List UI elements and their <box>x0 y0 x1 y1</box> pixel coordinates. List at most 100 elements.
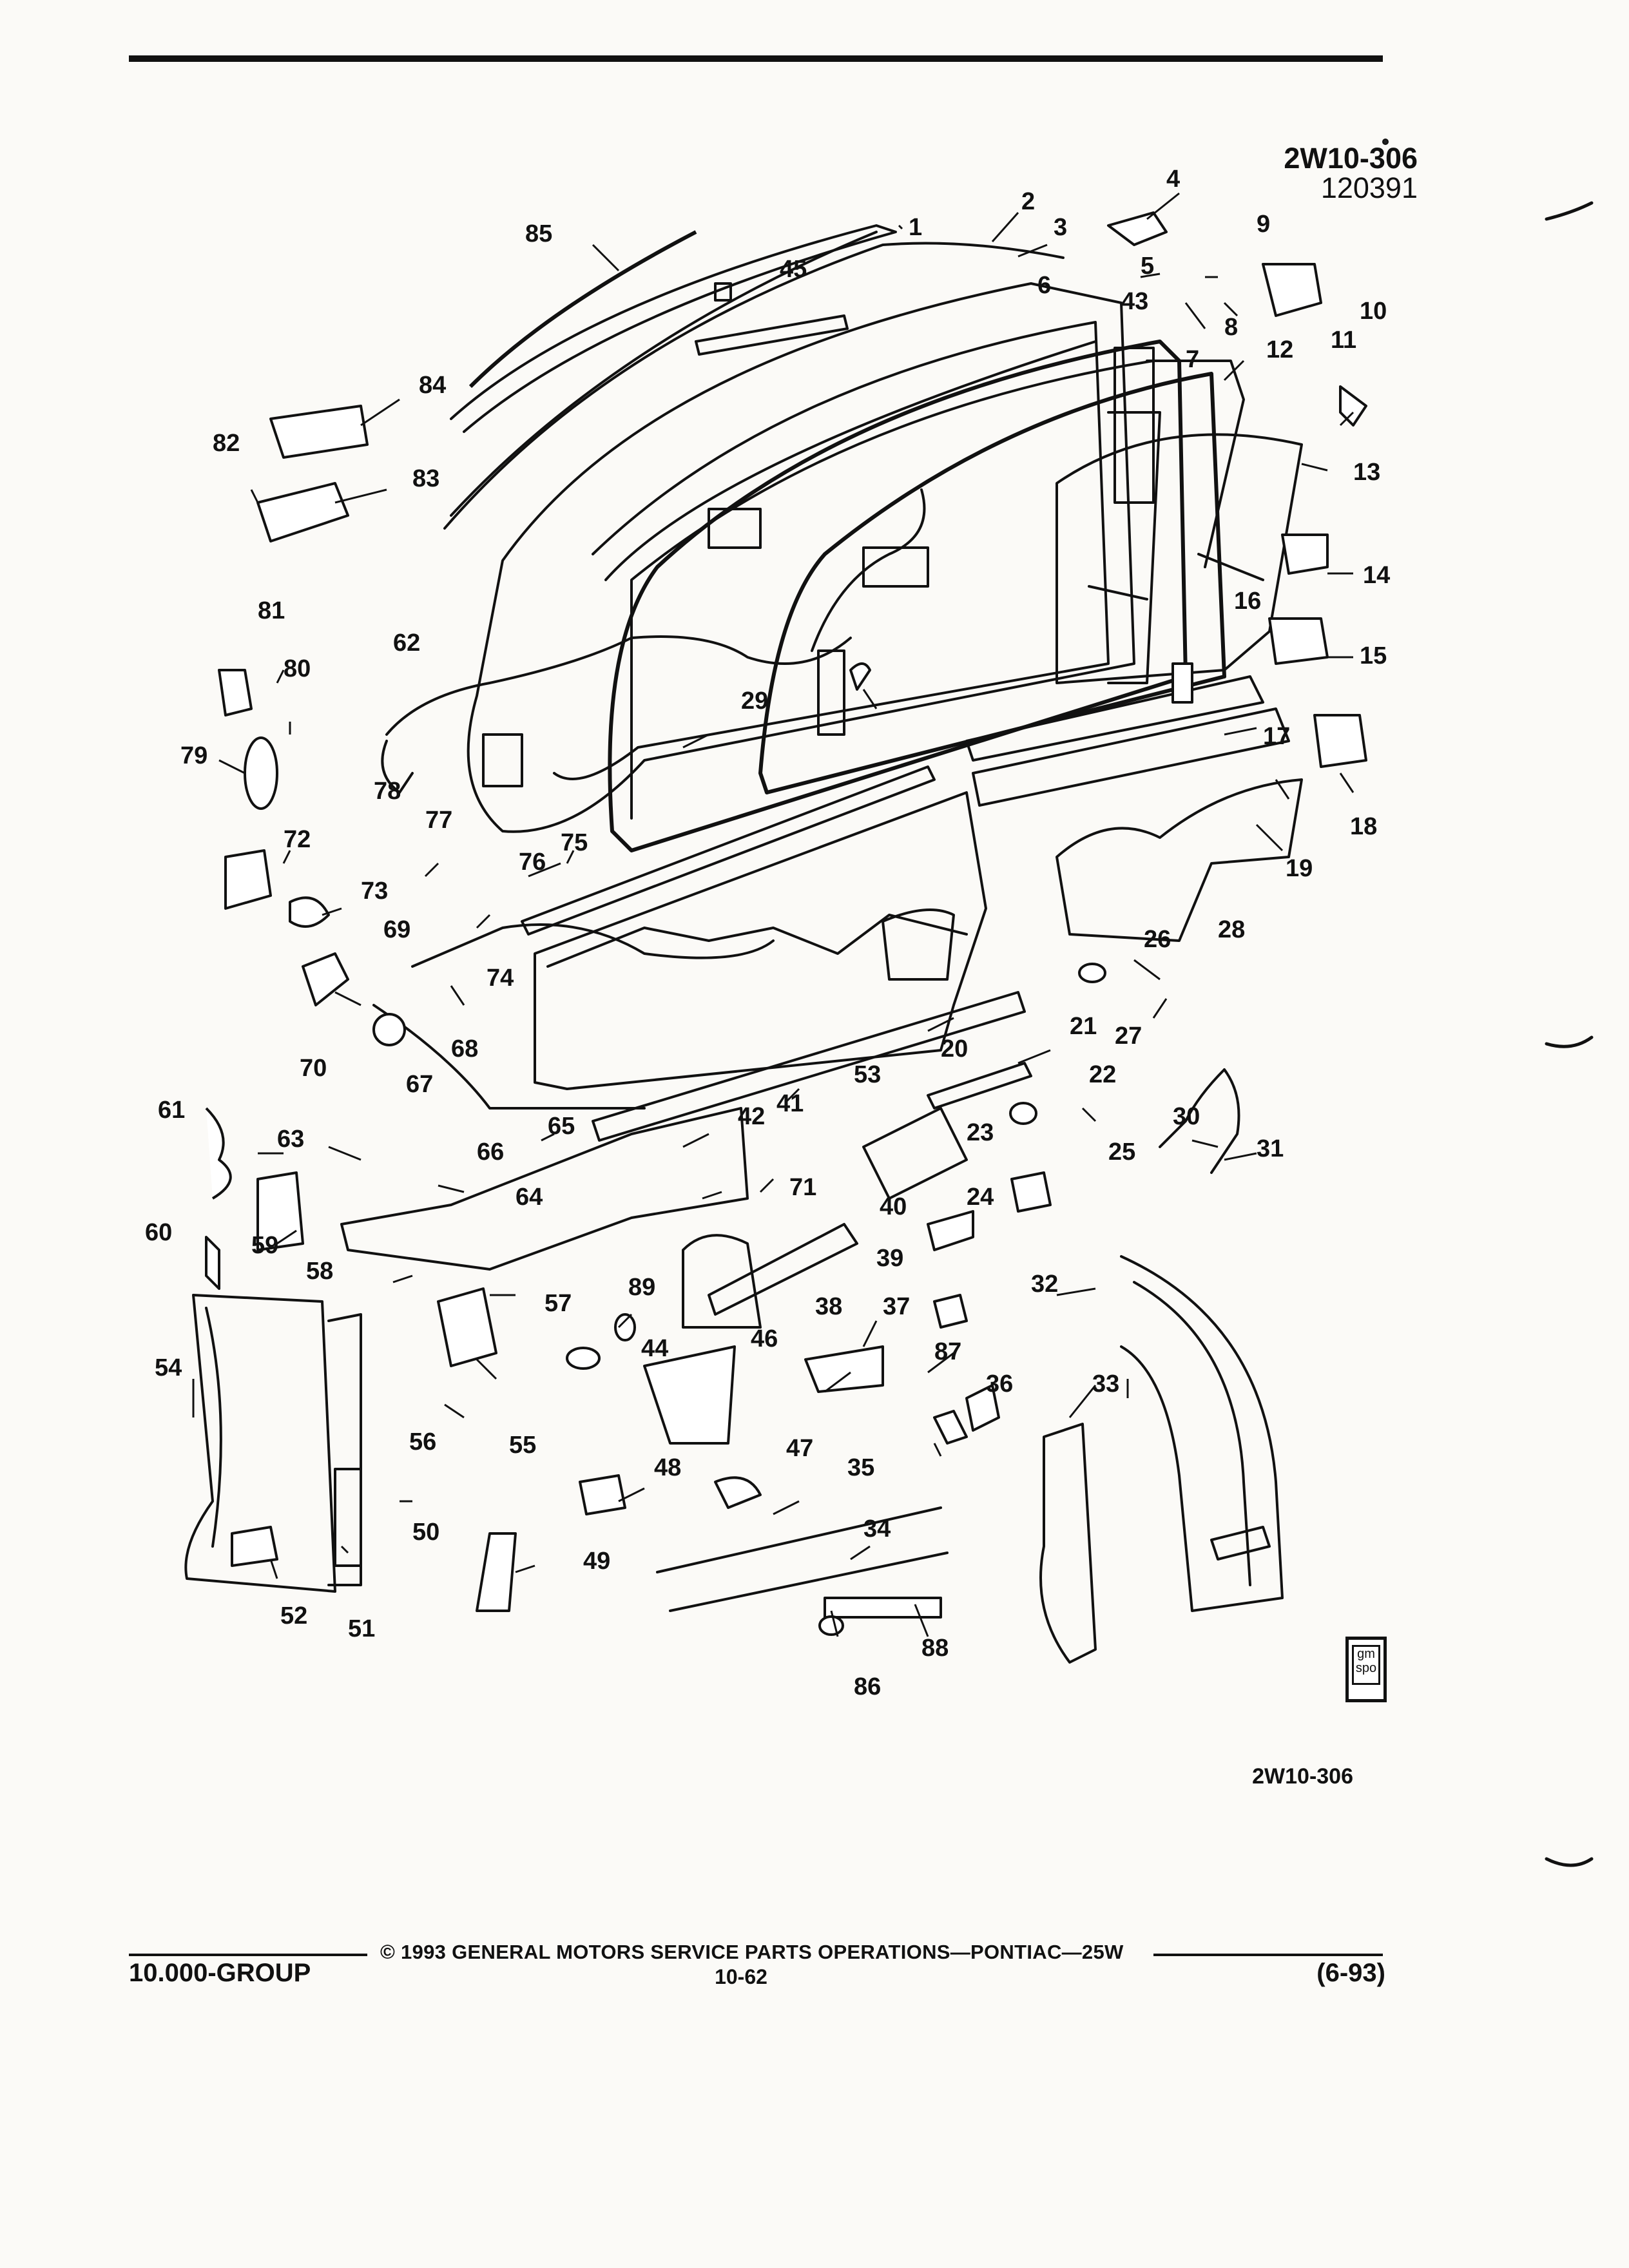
trim-panel <box>521 765 987 1090</box>
badge-line1: gm <box>1357 1647 1375 1661</box>
callout-7: 7 <box>1186 346 1199 373</box>
callout-74: 74 <box>487 965 514 992</box>
wiring-harness <box>381 488 929 794</box>
callout-57: 57 <box>545 1290 572 1317</box>
binder-mark <box>1545 1857 1594 1867</box>
callout-15: 15 <box>1360 642 1387 669</box>
callout-34: 34 <box>863 1515 891 1542</box>
callout-70: 70 <box>300 1055 327 1082</box>
callout-79: 79 <box>180 742 207 769</box>
rods <box>372 923 1240 1612</box>
callout-38: 38 <box>815 1293 842 1320</box>
callout-76: 76 <box>519 849 546 876</box>
callout-59: 59 <box>251 1232 278 1259</box>
badge-line2: spo <box>1355 1661 1377 1675</box>
callout-54: 54 <box>155 1354 182 1381</box>
callout-87: 87 <box>934 1338 961 1365</box>
footer-date: (6-93) <box>1316 1959 1385 1987</box>
callout-83: 83 <box>412 465 439 492</box>
callout-88: 88 <box>921 1635 949 1662</box>
callout-67: 67 <box>406 1071 433 1098</box>
callout-9: 9 <box>1257 211 1270 238</box>
callout-61: 61 <box>158 1097 185 1124</box>
callout-84: 84 <box>419 372 446 399</box>
callout-3: 3 <box>1054 214 1067 241</box>
callout-17: 17 <box>1263 723 1290 750</box>
callout-60: 60 <box>145 1219 172 1246</box>
callout-49: 49 <box>583 1548 610 1575</box>
callout-42: 42 <box>738 1103 765 1130</box>
callout-32: 32 <box>1031 1271 1058 1298</box>
callout-48: 48 <box>654 1454 681 1481</box>
callout-27: 27 <box>1115 1023 1142 1050</box>
footer-page-number: 10-62 <box>715 1965 767 1988</box>
callout-13: 13 <box>1353 459 1380 486</box>
callout-77: 77 <box>425 807 452 834</box>
callout-72: 72 <box>284 826 311 853</box>
window-regulator <box>340 991 1032 1329</box>
callout-53: 53 <box>854 1061 881 1088</box>
callout-18: 18 <box>1350 813 1377 840</box>
callout-71: 71 <box>789 1174 816 1201</box>
footer-group: 10.000-GROUP <box>129 1959 311 1987</box>
footer-rule-right <box>1153 1954 1383 1956</box>
callout-2: 2 <box>1021 188 1035 215</box>
callout-39: 39 <box>876 1245 903 1272</box>
body-panel-right <box>1039 1255 1284 1664</box>
footer-rule-left <box>129 1954 367 1956</box>
callout-45: 45 <box>780 256 807 283</box>
callout-63: 63 <box>277 1126 304 1153</box>
callout-11: 11 <box>1331 327 1356 354</box>
callout-20: 20 <box>941 1035 968 1062</box>
callout-23: 23 <box>967 1119 994 1146</box>
callout-46: 46 <box>751 1325 778 1352</box>
top-rule <box>129 55 1383 62</box>
callout-50: 50 <box>412 1519 439 1546</box>
callout-80: 80 <box>284 655 311 682</box>
callout-40: 40 <box>880 1193 907 1220</box>
callout-41: 41 <box>776 1090 804 1117</box>
callout-6: 6 <box>1037 272 1051 299</box>
door-sash-lower <box>184 1294 362 1593</box>
callout-29: 29 <box>741 687 768 715</box>
callout-12: 12 <box>1266 336 1293 363</box>
figure-code-top: 2W10-306 <box>1284 142 1418 175</box>
callout-8: 8 <box>1224 314 1238 341</box>
callout-10: 10 <box>1360 298 1387 325</box>
callout-69: 69 <box>383 916 410 943</box>
callout-64: 64 <box>516 1184 543 1211</box>
callout-73: 73 <box>361 878 388 905</box>
callout-78: 78 <box>374 778 401 805</box>
callout-51: 51 <box>348 1615 375 1642</box>
door-frame <box>467 282 1245 852</box>
gm-spo-logo: gm spo <box>1345 1637 1387 1702</box>
callout-16: 16 <box>1234 588 1261 615</box>
callout-44: 44 <box>641 1335 668 1362</box>
callout-47: 47 <box>786 1435 813 1462</box>
leader-lines <box>192 192 1354 1637</box>
callout-19: 19 <box>1286 855 1313 882</box>
callout-26: 26 <box>1144 926 1171 953</box>
bullet-dot <box>1382 139 1389 145</box>
callout-24: 24 <box>967 1184 994 1211</box>
callout-5: 5 <box>1141 253 1154 280</box>
callout-56: 56 <box>409 1428 436 1456</box>
callout-85: 85 <box>525 220 552 247</box>
callout-62: 62 <box>393 629 420 657</box>
callout-1: 1 <box>909 214 922 241</box>
callout-81: 81 <box>258 597 285 624</box>
callout-55: 55 <box>509 1432 536 1459</box>
callout-4: 4 <box>1166 166 1180 193</box>
callout-33: 33 <box>1092 1370 1119 1398</box>
binder-mark <box>1545 201 1594 221</box>
door-glass <box>1055 433 1303 684</box>
weatherstrip-group <box>443 224 1065 530</box>
callout-89: 89 <box>628 1274 655 1301</box>
callout-68: 68 <box>451 1035 478 1062</box>
callout-22: 22 <box>1089 1061 1116 1088</box>
callout-28: 28 <box>1218 916 1245 943</box>
callout-35: 35 <box>847 1454 874 1481</box>
callout-30: 30 <box>1173 1103 1200 1130</box>
callout-66: 66 <box>477 1139 504 1166</box>
